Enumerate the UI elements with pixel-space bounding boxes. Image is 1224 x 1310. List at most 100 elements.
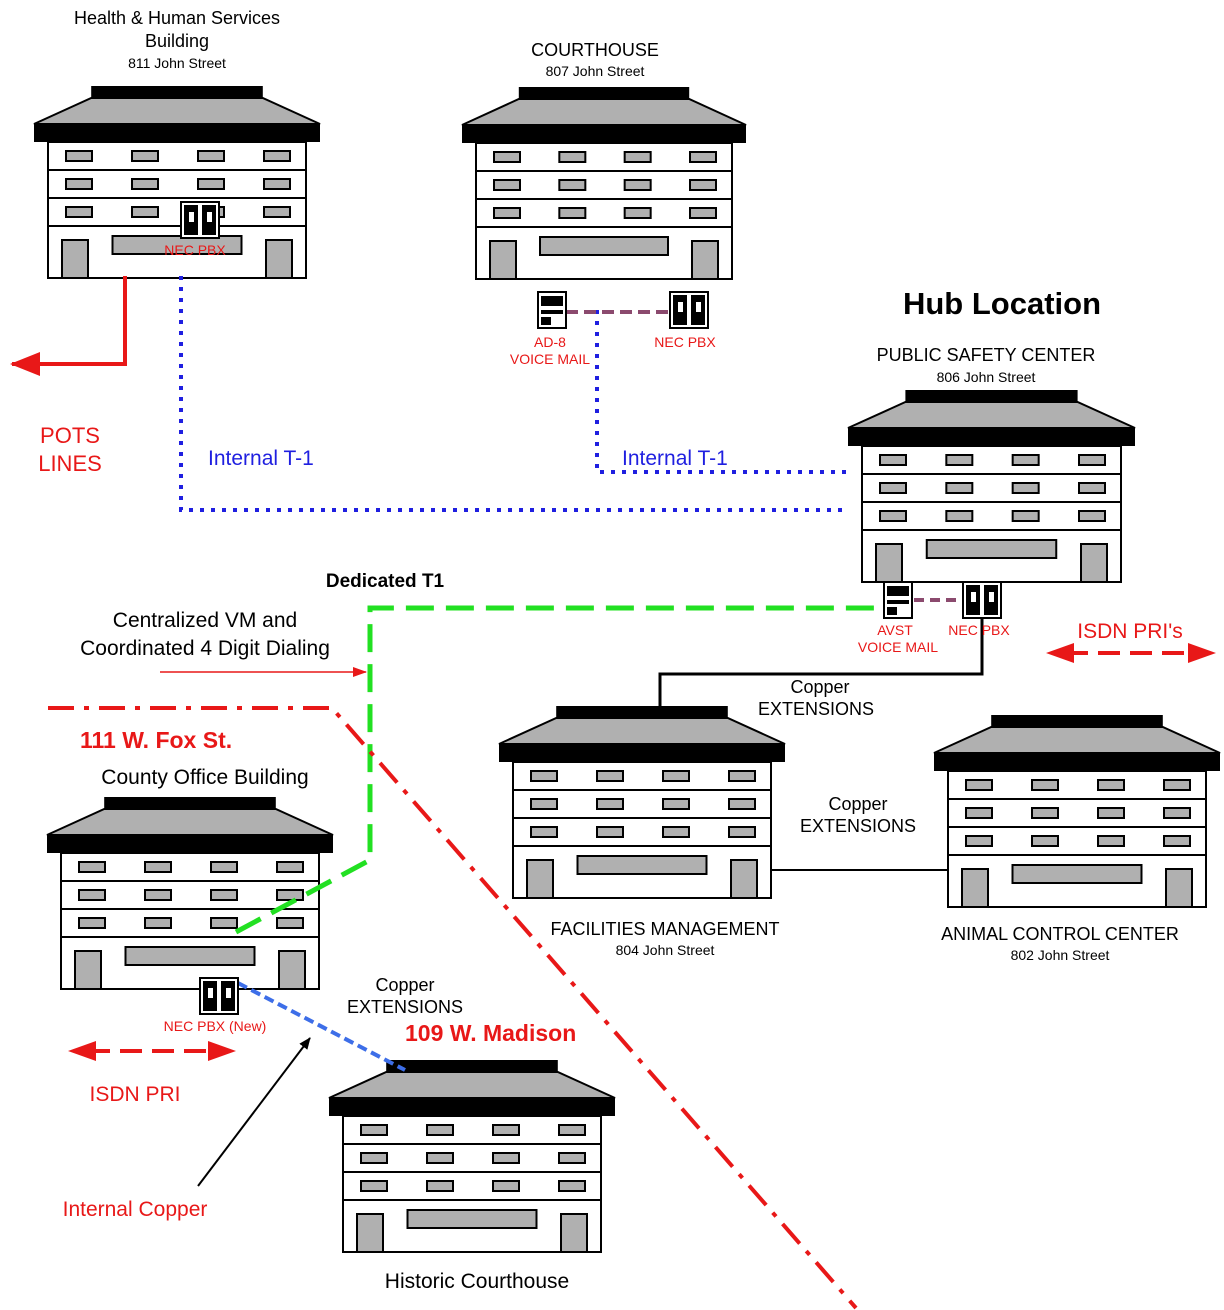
hhs-building-window [131,178,159,190]
isdn-pri-arrow-left [68,1041,96,1061]
animal-building [933,715,1221,908]
county-office-building [46,797,334,990]
psc-building-window [945,454,974,466]
historic-courthouse-building-door-right [560,1213,588,1253]
facilities-building-window [728,770,756,782]
psc-voicemail-icon [883,581,913,619]
county-office-building-window [78,917,106,929]
pots-label-line2: LINES [38,451,102,476]
psc-building-window [879,454,907,466]
animal-building-window [1031,807,1059,819]
animal-building-window [965,807,993,819]
animal-building-sign [1011,864,1143,884]
copper2-label-line1: Copper [828,794,888,814]
psc-building-sign [925,539,1058,559]
historic-courthouse-building [328,1060,616,1253]
psc-building-window [945,482,974,494]
isdn-pri-arrow-right [208,1041,236,1061]
psc-building-door-right [1080,543,1108,583]
courthouse-building-window [689,151,717,163]
historic-courthouse-building-window [558,1124,586,1136]
facilities-building-window [662,798,690,810]
facilities-building [498,706,786,899]
dedicated-t1-label: Dedicated T1 [325,571,445,592]
copper3-label-line2: EXTENSIONS [346,997,464,1017]
animal-building-window [1097,779,1125,791]
county-office-building-sign [124,946,256,966]
isdn-pris-label: ISDN PRI's [1077,620,1183,643]
county-pbx-icon [199,977,239,1015]
facilities-building-eave [499,744,785,762]
psc-building-door-left [875,543,903,583]
county-office-building-eave [47,835,333,853]
historic-courthouse-building-window [558,1152,586,1164]
historic-courthouse-building-sign [406,1209,538,1229]
hhs-building [33,86,321,279]
hhs-building-sign [111,235,243,255]
facilities-building-window [530,798,558,810]
psc-building-roof [847,401,1136,429]
animal-building-door-right [1165,868,1193,908]
historic-courthouse-building-window [360,1152,388,1164]
historic-courthouse-building-window [492,1124,520,1136]
facilities-address: 804 John Street [615,942,715,958]
animal-building-window [965,779,993,791]
animal-building-cap [991,715,1163,728]
courthouse-building-window [493,179,521,191]
historic-courthouse-building-eave [329,1098,615,1116]
animal-building-window [1031,835,1059,847]
psc-name: PUBLIC SAFETY CENTER [876,345,1096,365]
centralized-vm-label-line2: Coordinated 4 Digit Dialing [80,637,330,660]
county-office-building-window [144,861,172,873]
courthouse-building-window [689,179,717,191]
courthouse-building-window [493,207,521,219]
psc-building-window [1011,510,1040,522]
historic-courthouse-building-door-left [356,1213,384,1253]
historic-courthouse-building-cap [386,1060,558,1073]
animal-building-window [1163,835,1191,847]
facilities-building-window [596,798,624,810]
animal-building-window [1163,807,1191,819]
dedicated-t1-line [234,605,880,935]
animal-building-roof [933,726,1221,754]
copper1-label-line1: Copper [790,677,850,697]
animal-building-window [965,835,993,847]
courthouse-building-window [623,207,652,219]
internal-t1-hhs-line [179,276,848,512]
facilities-name: FACILITIES MANAGEMENT [550,919,780,939]
facilities-building-window [728,826,756,838]
historic-courthouse-building-window [558,1180,586,1192]
pots-arrowhead [10,352,40,376]
historic-courthouse-name: Historic Courthouse [384,1270,570,1293]
hhs-building-window [131,150,159,162]
county-office-building-window [276,861,304,873]
courthouse-name: COURTHOUSE [531,40,659,60]
courthouse-building-door-right [691,240,719,280]
internal-copper-label: Internal Copper [62,1198,208,1221]
courthouse-building-window [558,207,587,219]
historic-courthouse-building-window [426,1180,454,1192]
internal-copper-arrow [197,1037,311,1187]
courthouse-building-window [689,207,717,219]
hhs-building-window [197,178,225,190]
courthouse-building-roof [461,98,747,126]
psc-address: 806 John Street [936,369,1036,385]
courthouse-pbx-icon [669,291,709,329]
internal-t1-right-label: Internal T-1 [622,447,728,470]
historic-courthouse-building-window [360,1180,388,1192]
psc-building-window [1078,510,1106,522]
hhs-building-window [65,178,93,190]
hhs-building-roof [33,97,321,125]
facilities-building-window [530,770,558,782]
hub-location-title: Hub Location [902,286,1102,321]
historic-courthouse-building-window [492,1180,520,1192]
courthouse-address: 807 John Street [545,63,645,79]
isdn-pris-arrow-left [1046,643,1074,663]
courthouse-building-window [558,179,587,191]
psc-building [847,390,1136,583]
isdn-pri-label: ISDN PRI [89,1083,181,1106]
hhs-building-window [65,150,93,162]
hhs-building-door-right [265,239,293,279]
county-office-building-window [144,889,172,901]
courthouse-building [461,87,747,280]
